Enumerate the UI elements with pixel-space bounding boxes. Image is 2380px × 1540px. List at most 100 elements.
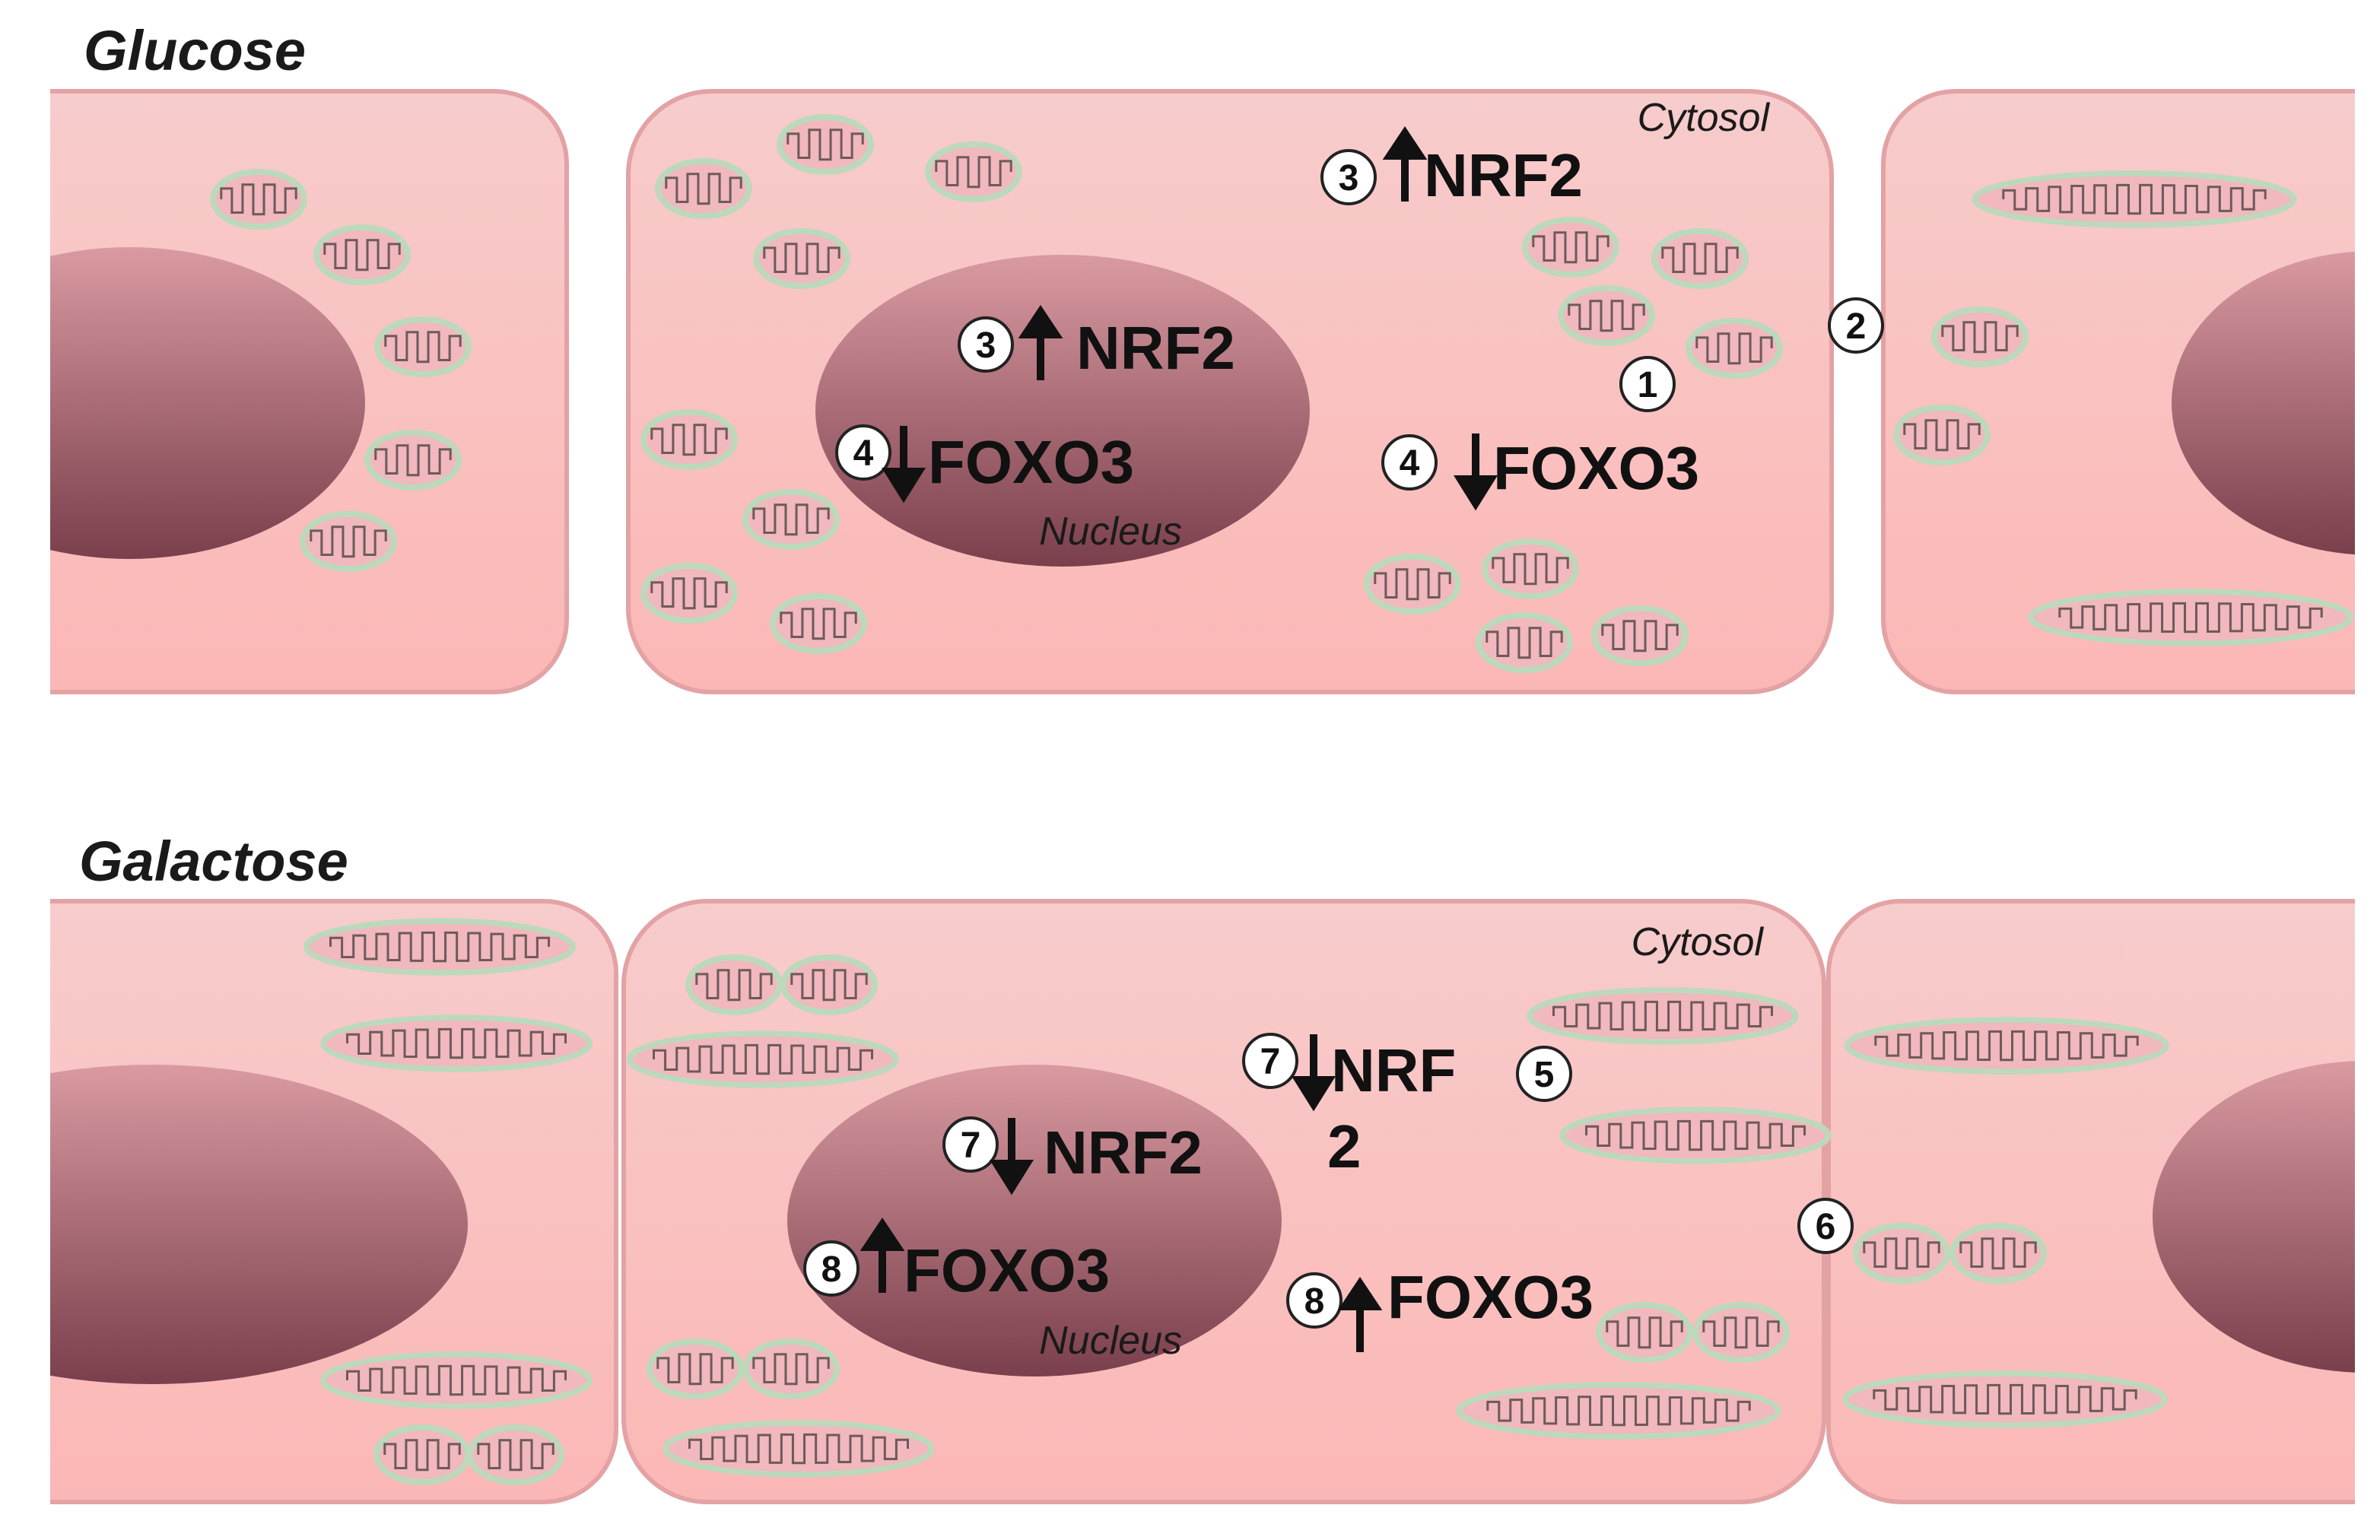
svg-text:6: 6: [1816, 1207, 1836, 1247]
nucleus: [50, 247, 365, 559]
nucleus: [2153, 1061, 2355, 1373]
mitochondrion-icon: [1686, 318, 1783, 379]
svg-text:FOXO3: FOXO3: [904, 1237, 1110, 1304]
svg-text:NRF: NRF: [1331, 1037, 1456, 1104]
cell-left-galactose: [50, 899, 618, 1504]
mitochondrion-icon: [1651, 228, 1749, 289]
cell-membrane: [1881, 89, 2355, 694]
factor-foxo3-cytosol-galactose: 8 FOXO3: [1286, 1263, 1594, 1352]
up-arrow-icon: [1018, 304, 1063, 380]
nucleus-label: Nucleus: [1039, 510, 1182, 554]
mitochondrion-icon: [320, 1014, 593, 1072]
nucleus-label: Nucleus: [1039, 1319, 1182, 1363]
svg-text:8: 8: [821, 1249, 842, 1290]
mitochondrion-icon: [467, 1424, 564, 1485]
up-arrow-icon: [1382, 125, 1428, 202]
factor-nrf2-nucleus-galactose: 7 NRF2: [942, 1116, 1203, 1195]
mitochondria-glucose: [210, 114, 2353, 673]
step-badge-6: 6: [1797, 1198, 1854, 1254]
mitochondrion-icon: [1972, 170, 2297, 228]
nucleus: [815, 255, 1310, 567]
svg-text:8: 8: [1304, 1281, 1325, 1322]
mitochondrion-icon: [374, 316, 472, 377]
step-badge: 3: [1320, 149, 1377, 205]
mitochondrion-icon: [1456, 1382, 1781, 1440]
mitochondrion-icon: [313, 224, 411, 285]
step-badge: 4: [835, 424, 891, 481]
mitochondrion-icon: [1364, 554, 1461, 614]
down-arrow-icon: [881, 426, 926, 503]
mitochondrion-icon: [777, 114, 874, 175]
svg-text:FOXO3: FOXO3: [928, 428, 1134, 496]
mitochondrion-icon: [640, 563, 738, 624]
mitochondrion-icon: [2028, 589, 2353, 646]
mitochondrion-icon: [925, 141, 1022, 202]
mitochondrion-icon: [742, 1338, 840, 1399]
factor-foxo3-nucleus-galactose: 8 FOXO3: [803, 1217, 1110, 1304]
mitochondrion-icon: [1559, 1107, 1832, 1164]
nucleus: [50, 1065, 468, 1384]
mitochondrion-icon: [364, 430, 462, 491]
svg-text:4: 4: [853, 433, 874, 474]
svg-text:NRF2: NRF2: [1424, 141, 1583, 209]
galactose-panel: Galactose Cytosol Nucleus 7: [50, 830, 2355, 1504]
mitochondrion-icon: [655, 158, 752, 219]
mitochondrion-icon: [1522, 217, 1619, 278]
step-badge-1: 1: [1619, 356, 1676, 412]
mitochondrion-icon: [1692, 1302, 1790, 1363]
nucleus: [787, 1065, 1282, 1376]
mitochondrion-icon: [753, 228, 850, 289]
factor-nrf2-nucleus-glucose: 3 NRF2: [958, 304, 1235, 382]
mitochondrion-icon: [1482, 538, 1579, 599]
svg-text:7: 7: [961, 1126, 981, 1166]
mitochondrion-icon: [303, 918, 576, 976]
factor-foxo3-nucleus-glucose: 4 FOXO3: [835, 424, 1134, 503]
step-badge: 3: [958, 316, 1014, 373]
mitochondrion-icon: [1842, 1370, 2168, 1428]
step-badge-5: 5: [1516, 1046, 1572, 1102]
svg-text:5: 5: [1534, 1055, 1555, 1095]
mitochondrion-icon: [300, 511, 397, 572]
mitochondrion-icon: [210, 169, 307, 230]
mitochondrion-icon: [1949, 1223, 2047, 1284]
mitochondrion-icon: [1853, 1223, 1950, 1284]
mitochondrion-icon: [640, 409, 738, 470]
cell-right-glucose: [1881, 89, 2355, 694]
svg-text:FOXO3: FOXO3: [1493, 434, 1699, 502]
mitochondrion-icon: [663, 1420, 935, 1478]
mitochondrion-icon: [1558, 285, 1655, 346]
mitochondria-galactose: [303, 918, 2169, 1485]
mitochondrion-icon: [770, 593, 867, 654]
down-arrow-icon: [1453, 433, 1498, 511]
step-badge: 8: [803, 1240, 860, 1297]
glucose-panel: Glucose Cytosol Nucleus: [50, 19, 2355, 694]
svg-text:3: 3: [1339, 158, 1359, 198]
svg-text:NRF2: NRF2: [1044, 1119, 1203, 1186]
factor-nrf2-cytosol-glucose: 3 NRF2: [1320, 125, 1583, 209]
mitochondrion-icon: [1527, 987, 1799, 1045]
svg-text:2: 2: [1846, 306, 1867, 347]
cytosol-label: Cytosol: [1638, 96, 1771, 140]
mitochondrion-icon: [685, 954, 783, 1015]
mitochondrion-icon: [1591, 605, 1689, 666]
panel-title-galactose: Galactose: [79, 830, 348, 893]
mitochondrion-icon: [1844, 1017, 2169, 1075]
up-arrow-icon: [860, 1217, 905, 1293]
mitochondrion-icon: [627, 1030, 899, 1088]
mitochondrion-icon: [1931, 306, 2029, 367]
step-badge: 8: [1286, 1272, 1343, 1329]
mitochondrion-icon: [742, 489, 840, 550]
step-badge: 4: [1381, 434, 1438, 491]
mitochondrion-icon: [1596, 1302, 1693, 1363]
step-badge: 7: [942, 1116, 999, 1173]
mitochondrion-icon: [320, 1351, 593, 1409]
step-badge: 7: [1242, 1033, 1298, 1089]
svg-text:3: 3: [976, 325, 996, 366]
svg-text:4: 4: [1400, 443, 1420, 484]
mitochondrion-icon: [780, 954, 878, 1015]
svg-text:NRF2: NRF2: [1076, 314, 1235, 382]
panel-title-glucose: Glucose: [84, 19, 306, 82]
up-arrow-icon: [1337, 1276, 1383, 1352]
svg-text:7: 7: [1260, 1042, 1281, 1082]
cell-left-glucose: [50, 89, 569, 694]
